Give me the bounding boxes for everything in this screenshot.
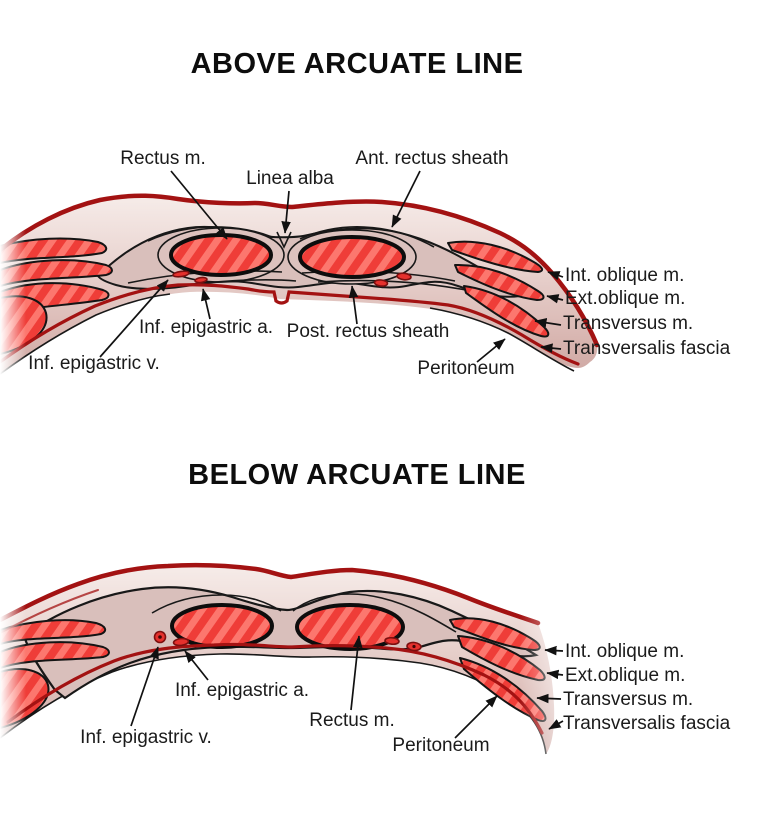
rectus-muscle-right — [295, 603, 405, 651]
anatomy-below — [0, 550, 600, 780]
ant-sheath-line-left — [147, 226, 273, 242]
transversalis-leader — [540, 343, 562, 353]
transversus-muscle-right — [463, 285, 550, 338]
epigastric-vein-core — [158, 635, 162, 639]
leader-lines-above — [99, 170, 564, 363]
peritoneum-label: Peritoneum — [417, 358, 514, 379]
rectus-m-leader — [350, 635, 363, 711]
rectus-sheath-line — [151, 593, 457, 633]
diagram-below: Int. oblique m. Ext.oblique m. Transvers… — [0, 550, 731, 780]
labels-above: Rectus m. Linea alba Ant. rectus sheath … — [28, 148, 730, 379]
int-oblique-label: Int. oblique m. — [565, 641, 684, 662]
rectus-muscle-right — [298, 235, 406, 279]
ext-oblique-label: Ext.oblique m. — [565, 288, 685, 309]
linea-alba-label: Linea alba — [246, 168, 334, 189]
epigastric-vessel-right-core — [412, 644, 416, 649]
anatomy-above — [0, 190, 600, 400]
ant-sheath-leader — [391, 170, 421, 228]
peritoneum-label: Peritoneum — [392, 735, 489, 756]
int-oblique-muscle-right — [447, 240, 544, 273]
transversus-label: Transversus m. — [563, 313, 693, 334]
rectus-muscle-left — [169, 233, 273, 277]
inf-epigastric-a-label: Inf. epigastric a. — [175, 680, 309, 701]
inf-epigastric-v-label: Inf. epigastric v. — [80, 727, 212, 748]
int-oblique-muscle-left — [0, 237, 108, 264]
epigastric-artery — [172, 637, 190, 647]
right-tip-fade — [520, 550, 600, 780]
left-edge-fade — [0, 550, 26, 780]
transversus-leader — [536, 693, 562, 704]
inf-epigastric-a-leader — [184, 650, 209, 681]
diagram-above: Rectus m. Linea alba Ant. rectus sheath … — [0, 148, 731, 400]
inf-epigastric-a-label: Inf. epigastric a. — [139, 317, 273, 338]
transversus-label: Transversus m. — [563, 689, 693, 710]
inf-epigastric-v-leader — [130, 646, 159, 727]
labels-below: Int. oblique m. Ext.oblique m. Transvers… — [80, 641, 730, 756]
linea-alba-leader — [281, 190, 291, 234]
inf-epigastric-v-label: Inf. epigastric v. — [28, 353, 160, 374]
peritoneum-leader — [476, 338, 506, 363]
peritoneum-line-above — [0, 283, 580, 366]
ext-oblique-muscle-right — [454, 263, 545, 301]
skin-outline-top — [0, 562, 541, 626]
ext-oblique-muscle-left — [0, 259, 113, 287]
epigastric-artery-left — [194, 276, 208, 284]
int-oblique-label: Int. oblique m. — [565, 265, 684, 286]
inf-epigastric-a-leader — [200, 288, 211, 320]
transversus-leader — [534, 318, 562, 328]
int-oblique-muscle-left — [0, 619, 107, 645]
fascia-edge-right-outer — [429, 307, 575, 372]
peritoneum-line-below — [6, 642, 544, 735]
post-rectus-sheath-label: Post. rectus sheath — [287, 321, 450, 342]
leader-lines-below — [130, 635, 564, 739]
rectus-m-leader — [170, 170, 228, 240]
ant-sheath-line-right — [299, 226, 435, 248]
rectus-m-label: Rectus m. — [309, 710, 395, 731]
skin-outline-top — [0, 193, 600, 348]
inf-epigastric-v-leader — [99, 279, 169, 358]
transversalis-leader — [548, 719, 564, 730]
ext-oblique-leader — [546, 669, 564, 680]
rectus-muscle-left — [170, 603, 274, 649]
ext-oblique-leader — [546, 294, 564, 304]
post-sheath-leader — [348, 285, 359, 325]
epigastric-vessel-right-1 — [384, 636, 400, 646]
transversalis-fascia-label: Transversalis fascia — [563, 713, 731, 734]
rectus-m-label: Rectus m. — [120, 148, 206, 169]
epigastric-vein-left — [172, 270, 190, 278]
transversalis-fascia-label: Transversalis fascia — [563, 338, 731, 359]
int-oblique-leader — [544, 645, 564, 656]
epigastric-vessel-right-2 — [396, 272, 412, 281]
int-oblique-leader — [547, 271, 564, 281]
title-below: BELOW ARCUATE LINE — [188, 459, 526, 491]
peritoneum-leader — [454, 695, 498, 739]
epigastric-vessel-right-1 — [373, 279, 389, 287]
left-edge-fade — [0, 190, 26, 400]
ant-rectus-sheath-label: Ant. rectus sheath — [355, 148, 508, 169]
ext-oblique-muscle-left — [0, 641, 110, 669]
linea-alba-notch — [276, 231, 292, 249]
ext-oblique-label: Ext.oblique m. — [565, 665, 685, 686]
title-above: ABOVE ARCUATE LINE — [190, 48, 524, 80]
